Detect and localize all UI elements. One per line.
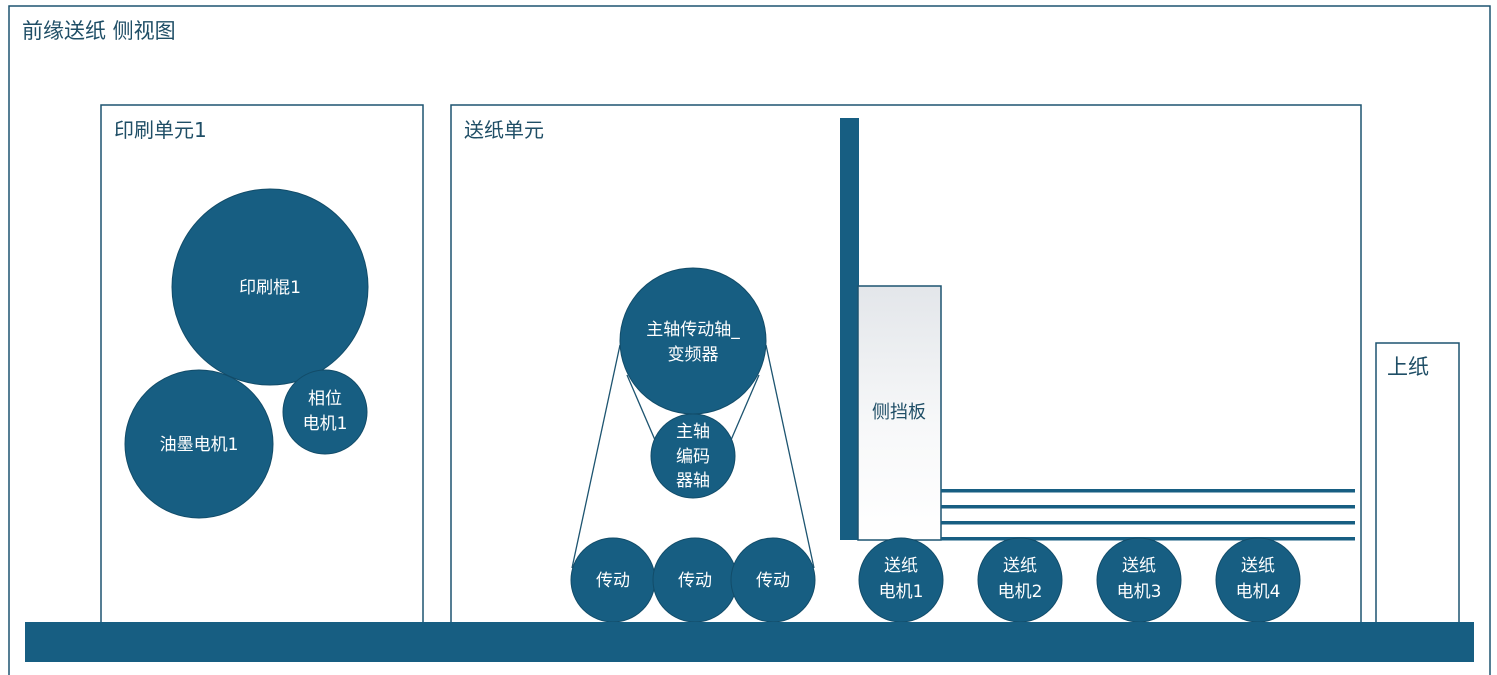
belt-line-right	[765, 344, 815, 569]
feed-motor-4-line2: 电机4	[1236, 582, 1281, 602]
feed-motor-1	[858, 537, 944, 623]
ink-motor	[124, 369, 274, 519]
paper-loading-box	[1375, 342, 1460, 626]
encoder-shaft-label-line3: 器轴	[676, 471, 710, 491]
feed-motor-3	[1096, 537, 1182, 623]
side-guide-post	[840, 118, 859, 540]
transmission-label-2: 传动	[678, 571, 712, 591]
feed-motor-2-line2: 电机2	[998, 582, 1043, 602]
feed-motor-4	[1215, 537, 1301, 623]
print-roller	[171, 188, 369, 386]
paper-sheet-1	[941, 489, 1355, 493]
feed-motor-3-line1: 送纸	[1122, 556, 1156, 576]
feed-motor-3-line2: 电机3	[1117, 582, 1162, 602]
side-guide-label: 侧挡板	[872, 402, 926, 423]
belt-inner-left	[626, 374, 656, 441]
feeding-unit-label: 送纸单元	[464, 118, 544, 142]
side-guide-plate	[857, 285, 942, 541]
print-roller-label: 印刷棍1	[239, 278, 301, 298]
paper-sheet-2	[941, 505, 1355, 509]
printing-unit-label: 印刷单元1	[114, 118, 207, 142]
encoder-shaft-label-line1: 主轴	[676, 422, 710, 442]
belt-inner-right	[730, 374, 760, 441]
main-shaft-label-line1: 主轴传动轴_	[646, 320, 740, 340]
belt-line-left	[571, 344, 621, 569]
feed-motor-4-line1: 送纸	[1241, 556, 1275, 576]
phase-motor-label-line2: 电机1	[303, 414, 348, 434]
diagram-frame	[8, 5, 1491, 675]
encoder-shaft-label-line2: 编码	[676, 447, 710, 467]
paper-loading-label: 上纸	[1387, 355, 1429, 379]
main-shaft-label-line2: 变频器	[668, 345, 719, 365]
transmission-label-1: 传动	[596, 571, 630, 591]
feed-motor-1-line1: 送纸	[884, 556, 918, 576]
transmission-label-3: 传动	[756, 571, 790, 591]
paper-sheet-3	[941, 521, 1355, 525]
encoder-shaft	[650, 413, 736, 499]
phase-motor-label-line1: 相位	[308, 389, 342, 409]
phase-motor	[282, 369, 368, 455]
feed-motor-2	[977, 537, 1063, 623]
diagram-title: 前缘送纸 侧视图	[22, 19, 176, 43]
feed-motor-1-line2: 电机1	[879, 582, 924, 602]
base-bar	[25, 622, 1474, 662]
main-shaft-drive	[619, 267, 767, 415]
ink-motor-label: 油墨电机1	[160, 435, 239, 455]
feed-motor-2-line1: 送纸	[1003, 556, 1037, 576]
